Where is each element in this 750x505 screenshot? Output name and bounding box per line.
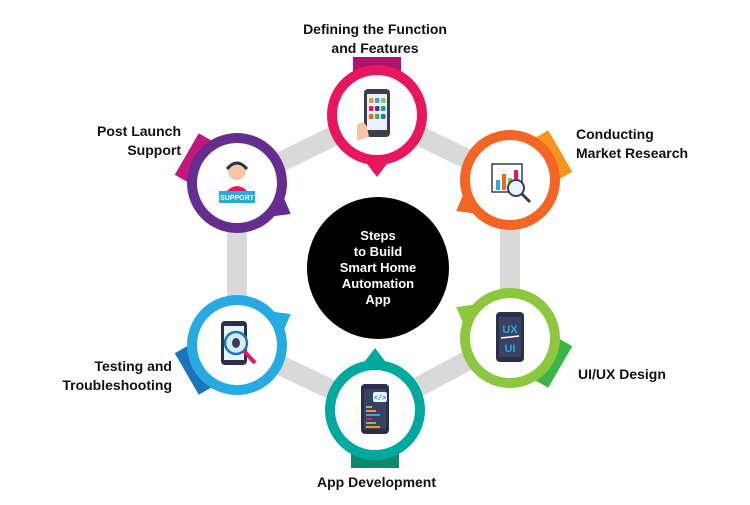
app-tile <box>381 114 386 119</box>
app-tile <box>369 106 374 111</box>
ui-text: UI <box>505 343 516 355</box>
chart-magnifier-icon <box>491 163 532 204</box>
center-title-line-4: Automation <box>341 276 415 291</box>
center-title-line-3: Smart Home <box>339 260 417 275</box>
app-tile <box>375 114 380 119</box>
app-tile <box>369 98 374 103</box>
label-defining-function: Defining the Function and Features <box>303 21 447 56</box>
label-market-research: Conducting Market Research <box>576 126 689 161</box>
step-node-uiux: UX UI <box>456 288 573 388</box>
app-tile <box>375 106 380 111</box>
center-title-line-2: to Build <box>353 244 403 259</box>
app-tile <box>369 114 374 119</box>
magnifier-handle <box>242 349 257 365</box>
ux-ui-phone-icon: UX UI <box>496 312 524 362</box>
center-title-line-1: Steps <box>360 228 396 243</box>
step-node-testing <box>174 295 291 395</box>
magnifier-lens <box>507 179 525 197</box>
smartphone-app-icon <box>357 89 390 141</box>
app-tile <box>375 98 380 103</box>
code-line <box>366 414 380 416</box>
app-tile <box>381 106 386 111</box>
chart-bar <box>496 180 500 190</box>
bug-magnifier-icon <box>221 321 257 365</box>
app-tile <box>381 98 386 103</box>
chart-bar <box>502 174 506 190</box>
agent-head <box>228 162 246 180</box>
bug-body <box>232 338 240 348</box>
label-post-launch: Post Launch Support <box>96 123 181 158</box>
code-line <box>366 426 380 428</box>
code-line <box>366 418 372 420</box>
step-node-research <box>456 130 573 230</box>
step-nodes: UX UI </> SUPPORT <box>174 57 573 468</box>
code-bubble <box>373 392 387 402</box>
ux-text: UX <box>502 324 518 336</box>
center-title: Steps to Build Smart Home Automation App <box>307 197 449 339</box>
hand <box>357 122 369 141</box>
label-uiux-design: UI/UX Design <box>578 366 666 382</box>
code-phone-icon: </> <box>361 384 389 434</box>
divider <box>500 335 520 339</box>
support-badge-text: SUPPORT <box>220 195 255 202</box>
inner-support <box>197 143 277 223</box>
step-node-function <box>327 57 427 177</box>
support-badge <box>219 191 255 203</box>
code-line <box>366 422 376 424</box>
magnifier-handle <box>520 192 532 204</box>
step-node-dev: </> <box>325 348 425 468</box>
code-line <box>366 406 372 408</box>
center-title-line-5: App <box>365 292 391 307</box>
support-agent-icon: SUPPORT <box>219 161 255 203</box>
label-testing: Testing and Troubleshooting <box>62 358 172 393</box>
code-line <box>366 410 376 412</box>
code-text: </> <box>374 395 387 403</box>
label-app-development: App Development <box>317 474 437 490</box>
step-node-support: SUPPORT <box>174 133 291 233</box>
headset <box>225 161 249 171</box>
